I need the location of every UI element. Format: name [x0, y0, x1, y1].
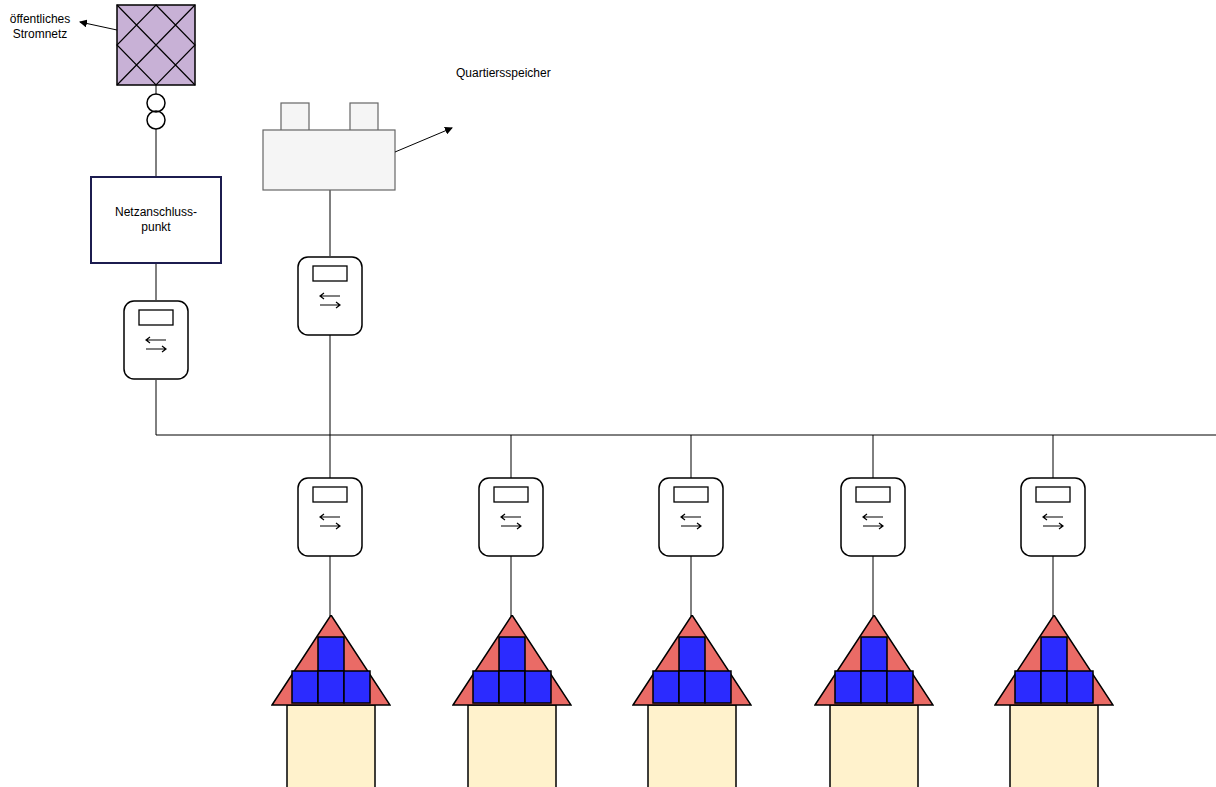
house-with-pv: [633, 615, 751, 787]
electricity-meter: [841, 478, 905, 556]
house-with-pv: [995, 615, 1113, 787]
leader-line: [80, 22, 117, 30]
callout-label: öffentliches Stromnetz: [10, 12, 71, 42]
electricity-meter: [659, 478, 723, 556]
grid-symbol: [117, 5, 195, 85]
leader-line: [395, 128, 452, 152]
house-with-pv: [815, 615, 933, 787]
electricity-meter: [1021, 478, 1085, 556]
wire: [156, 129, 1216, 616]
electricity-meter: [479, 478, 543, 556]
house-with-pv: [453, 615, 571, 787]
house-with-pv: [272, 615, 390, 787]
callout-label: Quartiersspeicher: [456, 66, 551, 81]
electricity-meter: [298, 478, 362, 556]
transformer-symbol: [147, 94, 165, 112]
battery-storage: [263, 103, 395, 190]
box-text: Netzanschluss- punkt: [115, 205, 197, 235]
electricity-meter: [124, 301, 188, 379]
electricity-meter: [298, 257, 362, 335]
transformer-symbol: [147, 111, 165, 129]
process-box: Netzanschluss- punkt: [90, 176, 222, 264]
